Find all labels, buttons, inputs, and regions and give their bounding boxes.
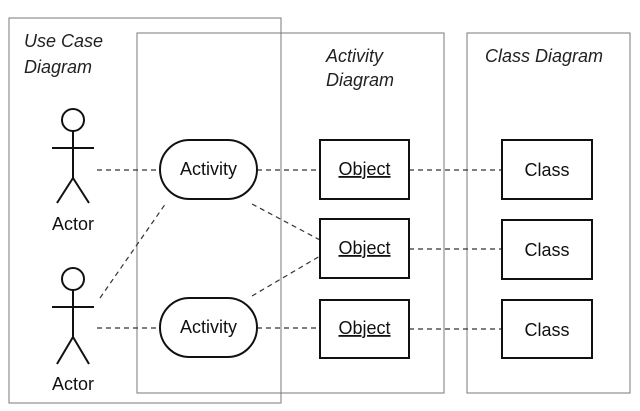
activity-label: Activity <box>180 159 237 179</box>
activity-1: Activity <box>159 139 258 200</box>
actor-head-icon <box>61 108 85 132</box>
actor-label: Actor <box>52 214 94 234</box>
class-1: Class <box>501 139 593 200</box>
connector-activity1-object2 <box>251 203 321 241</box>
class-box <box>501 219 593 280</box>
activity-shape <box>159 139 258 200</box>
actor-right-leg <box>72 336 90 365</box>
object-box <box>319 218 410 279</box>
class-label: Class <box>524 240 569 260</box>
object-label: Object <box>338 318 390 338</box>
actor-head-icon <box>61 267 85 291</box>
activity-shape <box>159 297 258 358</box>
activity-2: Activity <box>159 297 258 358</box>
object-label: Object <box>338 238 390 258</box>
use-case-diagram-title-line1: Use Case <box>24 31 103 51</box>
class-label: Class <box>524 320 569 340</box>
use-case-diagram-frame <box>8 17 282 404</box>
class-diagram-title: Class Diagram <box>485 46 603 66</box>
connector-actor2-activity1 <box>99 202 167 299</box>
class-2: Class <box>501 219 593 280</box>
activity-diagram-frame <box>136 32 445 394</box>
class-diagram-frame <box>466 32 631 394</box>
class-label: Class <box>524 160 569 180</box>
actor-right-leg <box>72 177 90 204</box>
activity-diagram-title-line2: Diagram <box>326 70 394 90</box>
use-case-diagram-title-line2: Diagram <box>24 57 92 77</box>
actor-2: Actor <box>52 267 94 394</box>
activity-label: Activity <box>180 317 237 337</box>
object-1: Object <box>319 139 410 200</box>
connector-activity2-object2 <box>251 255 321 297</box>
object-box <box>319 139 410 200</box>
actor-left-leg <box>56 177 74 204</box>
object-2: Object <box>319 218 410 279</box>
class-box <box>501 139 593 200</box>
object-label: Object <box>338 159 390 179</box>
actor-1: Actor <box>52 108 94 234</box>
activity-diagram-title-line1: Activity <box>325 46 384 66</box>
object-box <box>319 299 410 359</box>
actor-left-leg <box>56 336 74 365</box>
class-3: Class <box>501 299 593 359</box>
class-box <box>501 299 593 359</box>
actor-label: Actor <box>52 374 94 394</box>
object-3: Object <box>319 299 410 359</box>
